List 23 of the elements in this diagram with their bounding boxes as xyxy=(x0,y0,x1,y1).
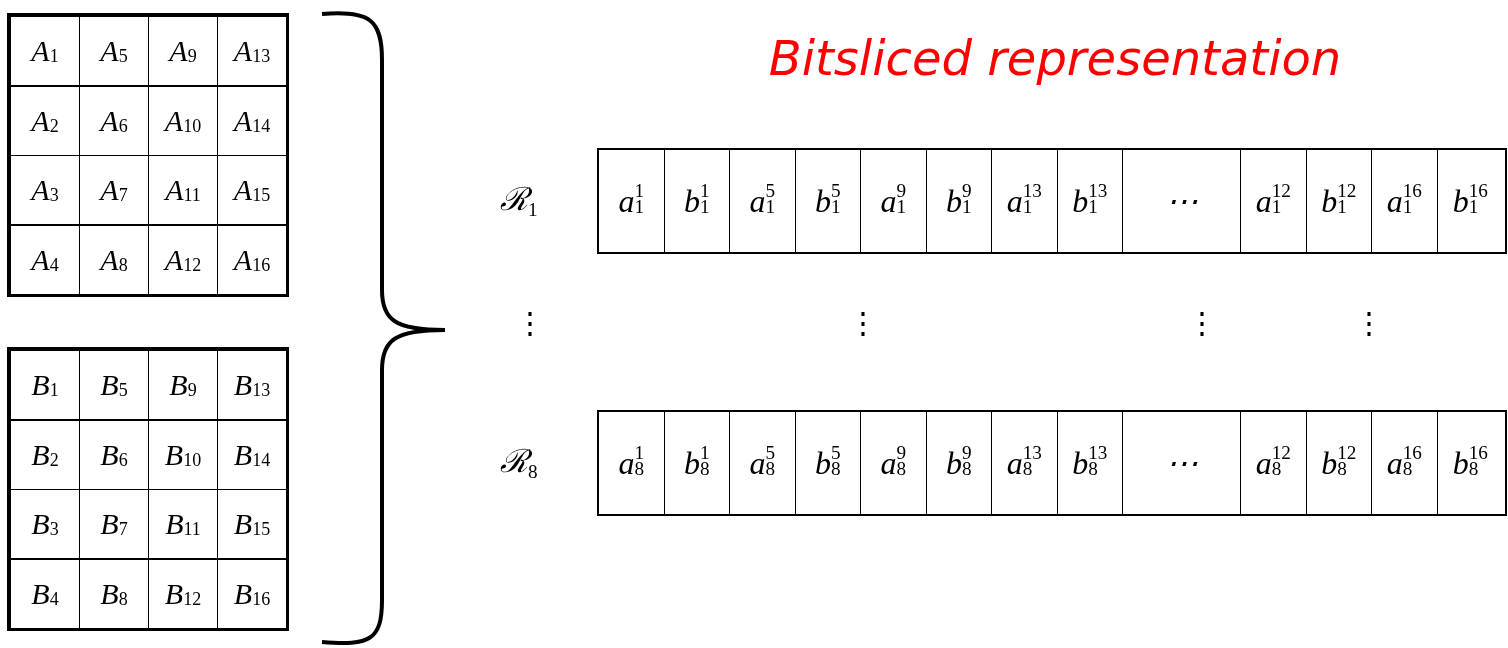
matrix-cell: A$_{5}$ xyxy=(79,16,149,86)
matrix-cell: B$_{2}$ xyxy=(10,419,80,490)
matrix-cell: B$_{4}$ xyxy=(10,558,80,629)
ellipsis: ⋯ xyxy=(1123,150,1241,252)
register-label: ℛ$_{8}$ xyxy=(500,442,538,481)
register-label: ℛ$_{1}$ xyxy=(500,180,538,219)
ellipsis: ⋯ xyxy=(1123,412,1241,514)
matrix-cell: A$_{13}$ xyxy=(217,16,287,86)
matrix-cell: A$_{2}$ xyxy=(10,85,80,156)
vertical-ellipsis: ⋮ xyxy=(848,305,878,340)
matrix-cell: A$_{3}$ xyxy=(10,155,80,225)
matrix-cell: A$_{9}$ xyxy=(148,16,218,86)
matrix-cell: B$_{3}$ xyxy=(10,489,80,559)
matrix-cell: B$_{9}$ xyxy=(148,350,218,420)
matrix-cell: B$_{5}$ xyxy=(79,350,149,420)
matrix-cell: A$_{1}$ xyxy=(10,16,80,86)
heading: Bitsliced representation xyxy=(767,30,1343,86)
matrix-cell: A$_{4}$ xyxy=(10,224,80,295)
matrix-cell: B$_{1}$ xyxy=(10,350,80,420)
vertical-ellipsis: ⋮ xyxy=(515,305,545,340)
vertical-ellipsis: ⋮ xyxy=(1187,305,1217,340)
matrix-cell: B$_{13}$ xyxy=(217,350,287,420)
vertical-ellipsis: ⋮ xyxy=(1354,305,1384,340)
